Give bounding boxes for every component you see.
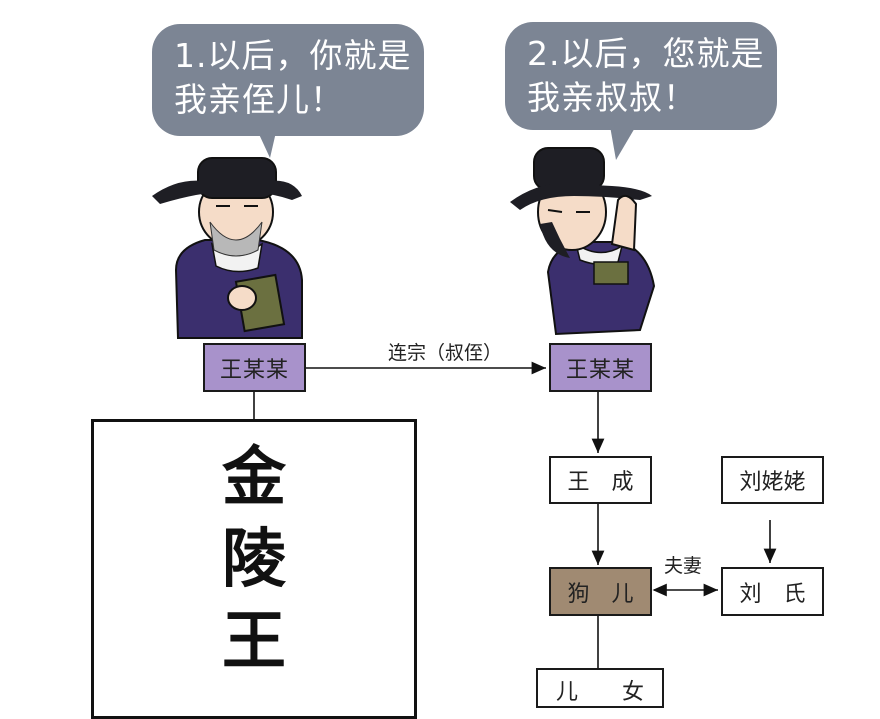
jinling-wang-panel: 金 陵 王 — [91, 419, 417, 719]
node-wang-right: 王某某 — [549, 343, 652, 392]
panel-char-1: 金 — [222, 440, 286, 515]
relation-label-lianzong: 连宗（叔侄） — [388, 342, 503, 364]
panel-char-3: 王 — [222, 604, 286, 679]
speech-line-2: 我亲侄儿！ — [174, 80, 344, 119]
relation-label-fuqi: 夫妻 — [664, 555, 703, 577]
bubble-tail-left — [258, 132, 276, 158]
node-liu-laolao: 刘姥姥 — [721, 456, 824, 504]
official-left-illustration — [152, 157, 303, 339]
node-liu-shi: 刘 氏 — [721, 567, 824, 616]
node-wang-left: 王某某 — [203, 343, 306, 392]
official-right-illustration — [510, 147, 656, 336]
node-children: 儿 女 — [536, 668, 664, 708]
node-gou-er: 狗 儿 — [549, 567, 652, 616]
speech-line-2: 我亲叔叔！ — [527, 78, 697, 117]
panel-char-2: 陵 — [222, 522, 286, 597]
speech-bubble-right: 2.以后，您就是 我亲叔叔！ — [505, 22, 777, 130]
speech-line-1: 1.以后，你就是 — [174, 36, 412, 75]
bubble-tail-right — [610, 126, 636, 160]
node-wang-cheng: 王 成 — [549, 456, 652, 504]
speech-line-1: 2.以后，您就是 — [527, 34, 765, 73]
speech-bubble-left: 1.以后，你就是 我亲侄儿！ — [152, 24, 424, 136]
diagram-graphics — [152, 126, 777, 668]
